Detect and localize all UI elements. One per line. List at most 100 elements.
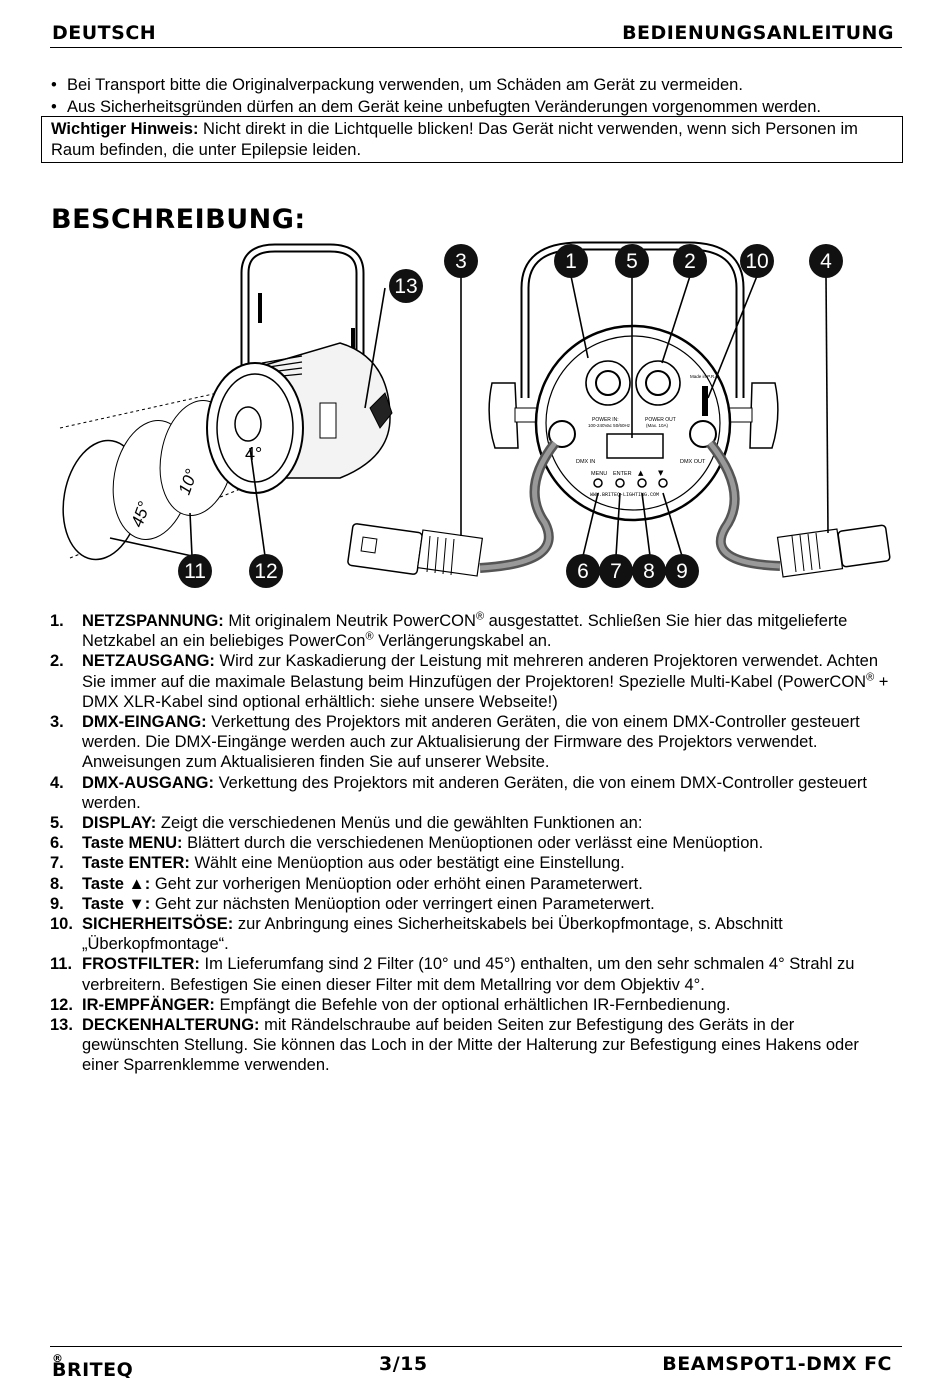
list-item: 2.NETZAUSGANG: Wird zur Kaskadierung der… [50, 651, 890, 712]
item-description: mit Rändelschraube auf beiden Seiten zur… [82, 1016, 859, 1075]
item-description: Zeigt die verschiedenen Menüs und die ge… [156, 814, 643, 833]
section-title: BESCHREIBUNG: [51, 204, 306, 235]
item-number: 5. [50, 814, 64, 833]
item-term: DMX-AUSGANG: [82, 773, 214, 792]
item-number: 9. [50, 894, 64, 913]
svg-text:9: 9 [676, 560, 688, 583]
label-made-in: Made in P.R.C [690, 374, 719, 379]
callout-13: 13 [389, 269, 423, 303]
callout-7: 7 [599, 554, 633, 588]
item-description: Geht zur nächsten Menüoption oder verrin… [150, 894, 655, 913]
list-item: 7. Taste ENTER: Wählt eine Menüoption aus… [50, 853, 890, 873]
item-number: 10. [50, 915, 73, 934]
callout-11: 11 [178, 554, 212, 588]
item-description: Wird zur Kaskadierung der Leistung mit m… [82, 652, 889, 711]
svg-text:11: 11 [184, 560, 206, 583]
important-notice-box: Wichtiger Hinweis: Nicht direkt in die L… [41, 116, 903, 163]
item-term: NETZSPANNUNG: [82, 612, 224, 630]
callout-9: 9 [665, 554, 699, 588]
lens-icon [234, 406, 262, 442]
item-term: Taste ▲: [82, 874, 151, 893]
callout-3: 3 [444, 244, 478, 278]
spotlight-side-view: 45° 10° 4° [59, 243, 393, 561]
item-description: zur Anbringung eines Sicherheitskabels b… [82, 915, 783, 954]
item-description: Im Lieferumfang sind 2 Filter (10° und 4… [82, 955, 855, 994]
header-language: DEUTSCH [52, 22, 157, 44]
down-button-icon [658, 478, 668, 488]
list-item: 4. DMX-AUSGANG: Verkettung des Projektors… [50, 773, 890, 813]
list-item: 11.FROSTFILTER: Im Lieferumfang sind 2 F… [50, 954, 890, 994]
list-item: 6. Taste MENU: Blättert durch die verschi… [50, 833, 890, 853]
display-window [606, 433, 664, 459]
menu-button-icon [593, 478, 603, 488]
label-power-out-spec: (Max. 10A) [646, 423, 669, 428]
item-description: Geht zur vorherigen Menüoption oder erhö… [150, 874, 643, 893]
item-term: DECKENHALTERUNG: [82, 1016, 260, 1035]
item-number: 13. [50, 1016, 73, 1035]
item-term: DISPLAY: [82, 814, 157, 833]
label-power-in-spec: 100-240Vac 50/60Hz [588, 423, 631, 428]
callout-8: 8 [632, 554, 666, 588]
thumb-screw-icon [369, 392, 393, 429]
item-term: IR-EMPFÄNGER: [82, 995, 215, 1014]
lens-label: 4° [245, 444, 262, 464]
notice-text: Nicht direkt in die Lichtquelle blicken!… [51, 120, 858, 159]
svg-text:7: 7 [610, 560, 622, 583]
item-term: Taste MENU: [82, 834, 183, 853]
callout-1: 1 [554, 244, 588, 278]
svg-text:2: 2 [684, 250, 696, 273]
item-number: 6. [50, 834, 64, 853]
callout-12: 12 [249, 554, 283, 588]
label-enter: ENTER [613, 471, 632, 477]
side-knob-left [488, 382, 519, 449]
label-website: WWW.BRITEQ-LIGHTING.COM [590, 492, 659, 498]
page-footer: BRITEQ® 3/15 BEAMSPOT1-DMX FC [50, 1346, 902, 1378]
label-power-out: POWER OUT [645, 417, 676, 423]
dmx-in-socket [548, 420, 576, 448]
enter-button-icon [615, 478, 625, 488]
item-term: SICHERHEITSÖSE: [82, 915, 234, 934]
item-term: Taste ENTER: [82, 854, 190, 873]
callout-4: 4 [809, 244, 843, 278]
svg-text:4: 4 [820, 250, 832, 273]
safety-eyelet [702, 386, 708, 416]
list-item: 1.NETZSPANNUNG: Mit originalem Neutrik P… [50, 611, 890, 651]
spotlight-rear-view: POWER IN: 100-240Vac 50/60Hz POWER OUT (… [347, 241, 891, 578]
svg-text:10: 10 [745, 250, 768, 273]
item-number: 8. [50, 874, 64, 893]
callout-6: 6 [566, 554, 600, 588]
item-description: Wählt eine Menüoption aus oder bestätigt… [189, 854, 625, 873]
description-list: 1.NETZSPANNUNG: Mit originalem Neutrik P… [50, 611, 890, 1076]
footer-page-number: 3/15 [379, 1353, 428, 1375]
item-number: 7. [50, 854, 64, 873]
list-item: 5. DISPLAY: Zeigt die verschiedenen Menüs… [50, 813, 890, 833]
label-up: ▲ [638, 469, 644, 477]
item-description: Verkettung des Projektors mit anderen Ge… [82, 773, 867, 812]
svg-text:5: 5 [626, 250, 638, 273]
svg-text:13: 13 [394, 275, 417, 298]
bullet-item: Aus Sicherheitsgründen dürfen an dem Ger… [50, 96, 910, 118]
item-description: Blättert durch die verschiedenen Menüopt… [182, 834, 764, 853]
side-knob-right [749, 382, 779, 449]
item-number: 12. [50, 995, 73, 1014]
item-term: DMX-EINGANG: [82, 713, 207, 732]
dmx-out-socket [689, 420, 717, 448]
list-item: 3.DMX-EINGANG: Verkettung des Projektors… [50, 712, 890, 773]
label-dmx-out: DMX OUT [680, 459, 706, 465]
svg-text:1: 1 [565, 250, 577, 273]
label-menu: MENU [591, 471, 607, 477]
bullet-item: Bei Transport bitte die Originalverpacku… [50, 74, 910, 96]
list-item: 9. Taste ▼: Geht zur nächsten Menüoption … [50, 894, 890, 914]
xlr-plug-female [776, 524, 891, 578]
item-number: 4. [50, 773, 64, 792]
xlr-plug-male [347, 523, 484, 577]
label-dmx-in: DMX IN [576, 459, 595, 465]
label-power-in: POWER IN: [592, 417, 619, 423]
svg-text:6: 6 [577, 560, 589, 583]
leader-lines [109, 275, 829, 557]
list-item: 13. DECKENHALTERUNG: mit Rändelschraube a… [50, 1015, 890, 1076]
list-item: 10. SICHERHEITSÖSE: zur Anbringung eines … [50, 914, 890, 954]
item-term: Taste ▼: [82, 894, 151, 913]
list-item: 12.IR-EMPFÄNGER: Empfängt die Befehle vo… [50, 995, 890, 1015]
svg-text:12: 12 [254, 560, 277, 583]
